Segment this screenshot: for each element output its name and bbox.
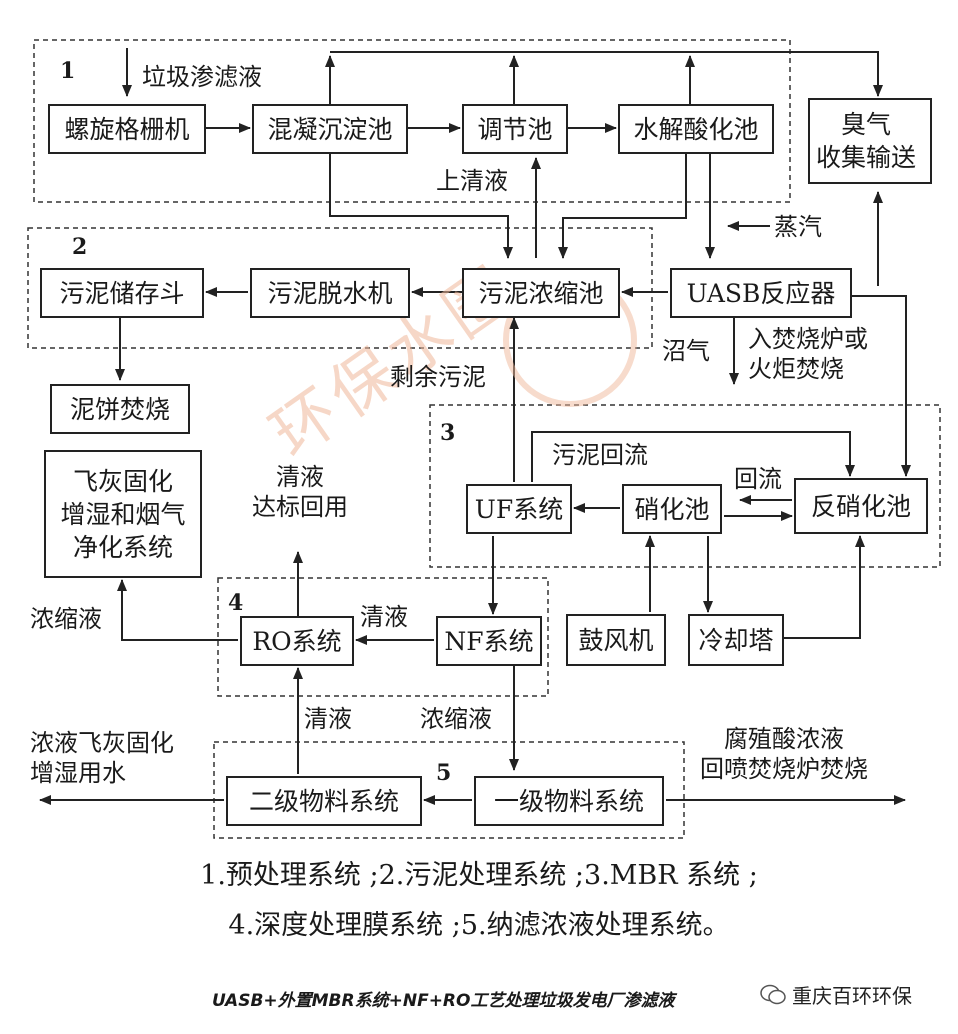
legend-line-1: 1.预处理系统 ;2.污泥处理系统 ;3.MBR 系统 ;	[200, 860, 758, 891]
sludge-thickener-box: 污泥浓缩池	[462, 268, 620, 318]
section-1-frame	[33, 39, 791, 203]
primary-material-system-box: 一级物料系统	[474, 776, 664, 826]
sludge-hopper-box: 污泥储存斗	[40, 268, 204, 318]
section-2-frame	[27, 227, 653, 349]
fly-ash-system-box: 飞灰固化 增湿和烟气 净化系统	[44, 450, 202, 578]
section-5-frame	[213, 741, 685, 839]
odor-collection-box: 臭气 收集输送	[808, 98, 932, 184]
bottom-clear-label: 清液	[304, 705, 352, 733]
nf-system-box: NF系统	[436, 616, 542, 666]
section-number-1: 1	[60, 58, 76, 84]
brand: 重庆百环环保	[760, 980, 912, 1009]
section-number-2: 2	[72, 234, 88, 260]
incinerate-label: 入焚烧炉或 火炬焚烧	[748, 325, 868, 383]
concentrate-flyash-label: 浓液飞灰固化 增湿用水	[30, 729, 174, 787]
concentrate-left-label: 浓缩液	[30, 605, 102, 633]
nf-concentrate-label: 浓缩液	[420, 705, 492, 733]
uasb-reactor-box: UASB反应器	[670, 268, 852, 318]
ro-system-box: RO系统	[240, 616, 354, 666]
leachate-label: 垃圾渗滤液	[142, 63, 262, 91]
coagulation-tank-box: 混凝沉淀池	[252, 104, 408, 154]
uf-system-box: UF系统	[466, 484, 572, 534]
figure-caption: UASB+外置MBR系统+NF+RO工艺处理垃圾发电厂渗滤液	[212, 991, 675, 1011]
brand-name: 重庆百环环保	[792, 984, 912, 1008]
section-4-frame	[217, 577, 549, 697]
supernatant-label: 上清液	[436, 167, 508, 195]
sludge-return-label: 污泥回流	[552, 441, 648, 469]
section-number-4: 4	[228, 590, 244, 616]
return-label: 回流	[734, 465, 782, 493]
legend-line-2: 4.深度处理膜系统 ;5.纳滤浓液处理系统。	[228, 910, 730, 941]
humic-acid-label: 腐殖酸浓液 回喷焚烧炉焚烧	[700, 725, 868, 783]
secondary-material-system-box: 二级物料系统	[226, 776, 422, 826]
blower-box: 鼓风机	[566, 614, 666, 666]
nitrification-tank-box: 硝化池	[622, 484, 722, 534]
section-number-3: 3	[440, 420, 456, 446]
ro-clear-label: 清液	[360, 603, 408, 631]
section-number-5: 5	[436, 760, 452, 786]
sludge-dewatering-box: 污泥脱水机	[250, 268, 410, 318]
cooling-tower-box: 冷却塔	[688, 614, 784, 666]
excess-sludge-label: 剩余污泥	[390, 363, 486, 391]
wechat-icon	[760, 984, 786, 1004]
steam-label: 蒸汽	[774, 213, 822, 241]
spiral-screen-box: 螺旋格栅机	[48, 104, 206, 154]
denitrification-tank-box: 反硝化池	[794, 478, 928, 534]
hydrolysis-tank-box: 水解酸化池	[618, 104, 774, 154]
sludge-cake-incineration-box: 泥饼焚烧	[50, 384, 190, 434]
equalization-tank-box: 调节池	[462, 104, 568, 154]
clear-reuse-label: 清液 达标回用	[252, 463, 348, 521]
biogas-label: 沼气	[662, 337, 710, 365]
section-3-frame	[429, 404, 941, 568]
